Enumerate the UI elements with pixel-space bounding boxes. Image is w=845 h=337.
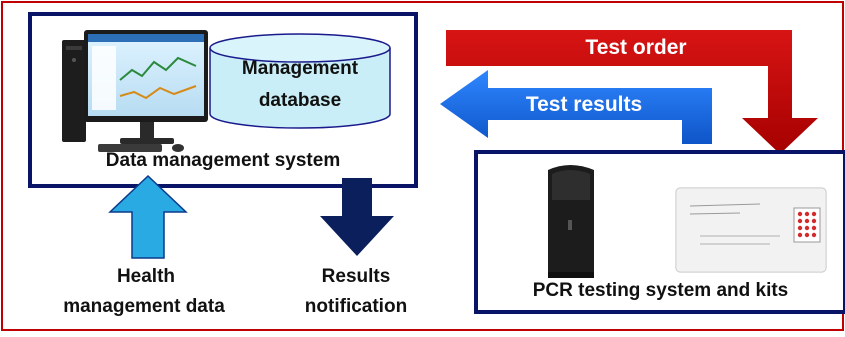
test-order-label: Test order <box>585 36 687 59</box>
test-results-arrow <box>440 70 712 144</box>
database-label-line1: Management <box>241 58 359 79</box>
test-kit-pouch-icon <box>675 187 827 273</box>
pcr-system-title: PCR testing system and kits <box>532 280 789 301</box>
health-label-line2: management data <box>63 296 225 317</box>
results-label-line2: notification <box>304 296 408 317</box>
results-label-line1: Results <box>321 266 391 287</box>
pcr-instrument-icon <box>548 165 594 278</box>
test-results-label: Test results <box>525 93 643 116</box>
data-management-title: Data management system <box>105 150 341 171</box>
database-label-line2: database <box>258 90 342 111</box>
health-data-up-arrow <box>108 174 188 259</box>
health-label-line1: Health <box>116 266 176 287</box>
test-order-arrow <box>446 30 818 154</box>
results-down-arrow <box>320 178 394 256</box>
desktop-computer-icon <box>62 30 208 152</box>
database-cylinder-icon <box>209 33 391 129</box>
